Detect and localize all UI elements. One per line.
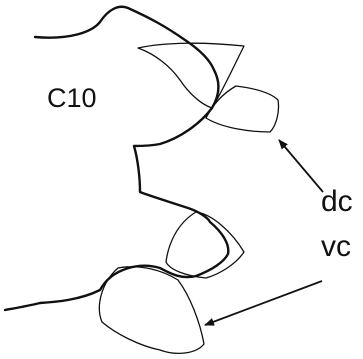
vc-structure bbox=[98, 266, 205, 355]
dc-label: dc bbox=[321, 185, 353, 218]
dorsal-flap bbox=[137, 42, 245, 109]
body-outline bbox=[3, 5, 230, 312]
middle-lobe bbox=[165, 211, 245, 279]
specimen-label: C10 bbox=[47, 83, 97, 113]
dc-arrow bbox=[278, 139, 324, 193]
vc-arrow bbox=[204, 280, 323, 326]
dc-structure bbox=[205, 85, 280, 133]
vc-label: vc bbox=[321, 230, 351, 263]
